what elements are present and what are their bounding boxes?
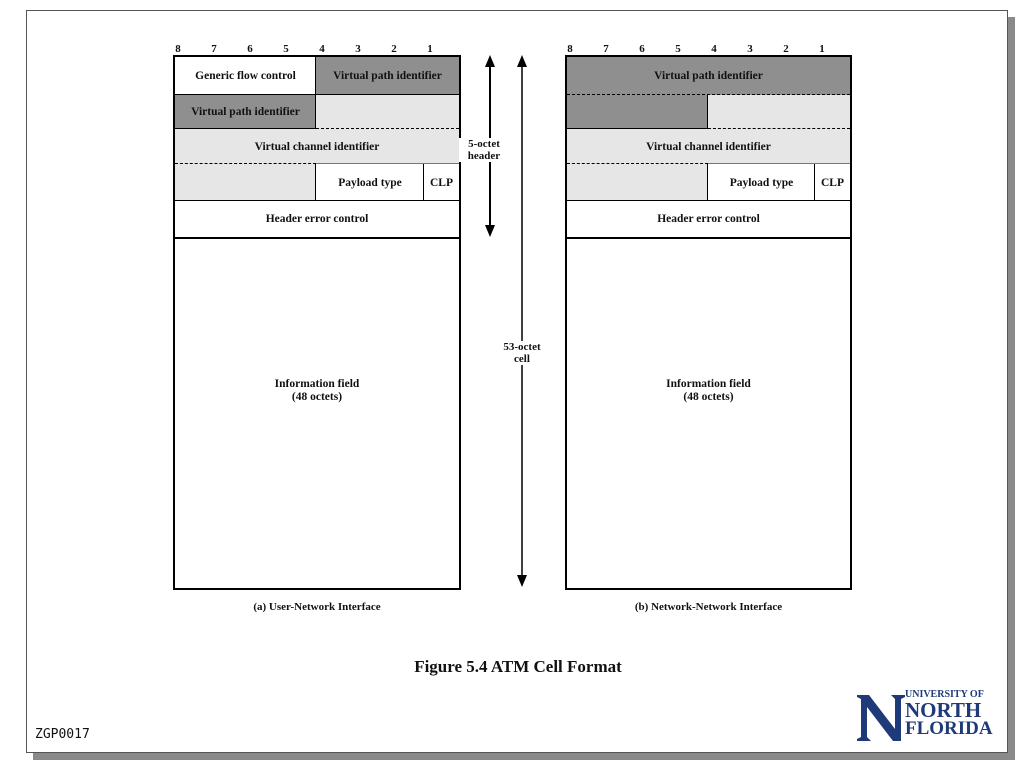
bit-number: 1 — [819, 43, 825, 55]
logo-line1: UNIVERSITY OF — [905, 689, 984, 700]
nni-payload-type: Payload type — [708, 164, 815, 201]
logo-line3: FLORIDA — [905, 718, 993, 739]
figure-title: Figure 5.4 ATM Cell Format — [414, 657, 622, 676]
uni-vpi-upper: Virtual path identifier — [316, 57, 459, 95]
header-size-label: 5-octet header — [459, 138, 509, 162]
header-size-line1: 5-octet — [468, 138, 500, 150]
nni-vci-upper-part — [708, 95, 850, 129]
bit-number: 1 — [427, 43, 433, 55]
uni-vci-lower-part — [175, 164, 316, 201]
cell-arrow — [517, 55, 527, 587]
cell-size-label: 53-octet cell — [496, 341, 548, 365]
nni-information-field: Information field (48 octets) — [567, 378, 850, 404]
nni-clp: CLP — [815, 164, 850, 201]
uni-payload-type: Payload type — [316, 164, 424, 201]
bit-number: 6 — [247, 43, 253, 55]
uni-info-line2: (48 octets) — [291, 391, 343, 403]
column-divider — [423, 164, 424, 201]
header-size-line2: header — [467, 150, 501, 162]
unf-n-mark-icon — [857, 695, 905, 741]
header-boundary — [567, 237, 850, 239]
cell-size-line1: 53-octet — [503, 341, 541, 353]
row-divider — [316, 163, 459, 164]
uni-cell-format: Generic flow control Virtual path identi… — [173, 55, 461, 590]
bit-number: 2 — [783, 43, 789, 55]
uni-header-error-control: Header error control — [175, 201, 459, 237]
uni-vci: Virtual channel identifier — [175, 129, 459, 164]
bit-number: 2 — [391, 43, 397, 55]
dashed-divider — [567, 94, 850, 95]
row-divider — [175, 128, 316, 129]
bit-number: 8 — [175, 43, 181, 55]
bit-number: 4 — [711, 43, 717, 55]
bit-number: 5 — [283, 43, 289, 55]
column-divider — [707, 95, 708, 129]
column-divider — [315, 57, 316, 129]
dashed-divider — [175, 163, 316, 164]
column-divider — [814, 164, 815, 201]
nni-caption: (b) Network-Network Interface — [634, 601, 783, 613]
nni-vci-lower-part — [567, 164, 708, 201]
nni-vpi-lower-part — [567, 95, 708, 129]
slide: 8 7 6 5 4 3 2 1 8 7 6 5 4 3 2 1 Generic … — [26, 10, 1008, 753]
column-divider — [315, 164, 316, 201]
uni-clp: CLP — [424, 164, 459, 201]
nni-cell-format: Virtual path identifier Virtual channel … — [565, 55, 852, 590]
nni-header-error-control: Header error control — [567, 201, 850, 237]
row-divider — [175, 200, 459, 201]
cell-size-line2: cell — [514, 353, 530, 365]
logo-line2: NORTH — [905, 698, 982, 722]
row-divider — [567, 200, 850, 201]
nni-info-line2: (48 octets) — [683, 391, 734, 403]
dashed-divider — [567, 163, 708, 164]
bit-number: 3 — [747, 43, 753, 55]
bit-number: 3 — [355, 43, 361, 55]
slide-id: ZGP0017 — [35, 727, 90, 742]
uni-vci-upper-part — [316, 95, 459, 129]
nni-vci: Virtual channel identifier — [567, 129, 850, 164]
unf-logo: UNIVERSITY OF NORTH FLORIDA — [855, 689, 993, 745]
bit-number: 7 — [211, 43, 217, 55]
bit-number: 4 — [319, 43, 325, 55]
dimension-arrows — [485, 55, 527, 587]
uni-vpi-lower: Virtual path identifier — [175, 95, 316, 129]
nni-vpi: Virtual path identifier — [567, 57, 850, 95]
bit-number: 8 — [567, 43, 573, 55]
bit-number: 5 — [675, 43, 681, 55]
row-divider — [175, 94, 459, 95]
row-divider — [567, 128, 708, 129]
uni-information-field: Information field (48 octets) — [175, 378, 459, 404]
dashed-divider — [708, 128, 850, 129]
bit-number: 7 — [603, 43, 609, 55]
nni-info-line1: Information field — [666, 378, 751, 390]
column-divider — [707, 164, 708, 201]
uni-info-line1: Information field — [274, 378, 360, 390]
row-divider — [708, 163, 850, 164]
uni-generic-flow-control: Generic flow control — [175, 57, 316, 95]
dashed-divider — [316, 128, 459, 129]
bit-number: 6 — [639, 43, 645, 55]
uni-caption: (a) User-Network Interface — [253, 601, 381, 613]
header-boundary — [175, 237, 459, 239]
